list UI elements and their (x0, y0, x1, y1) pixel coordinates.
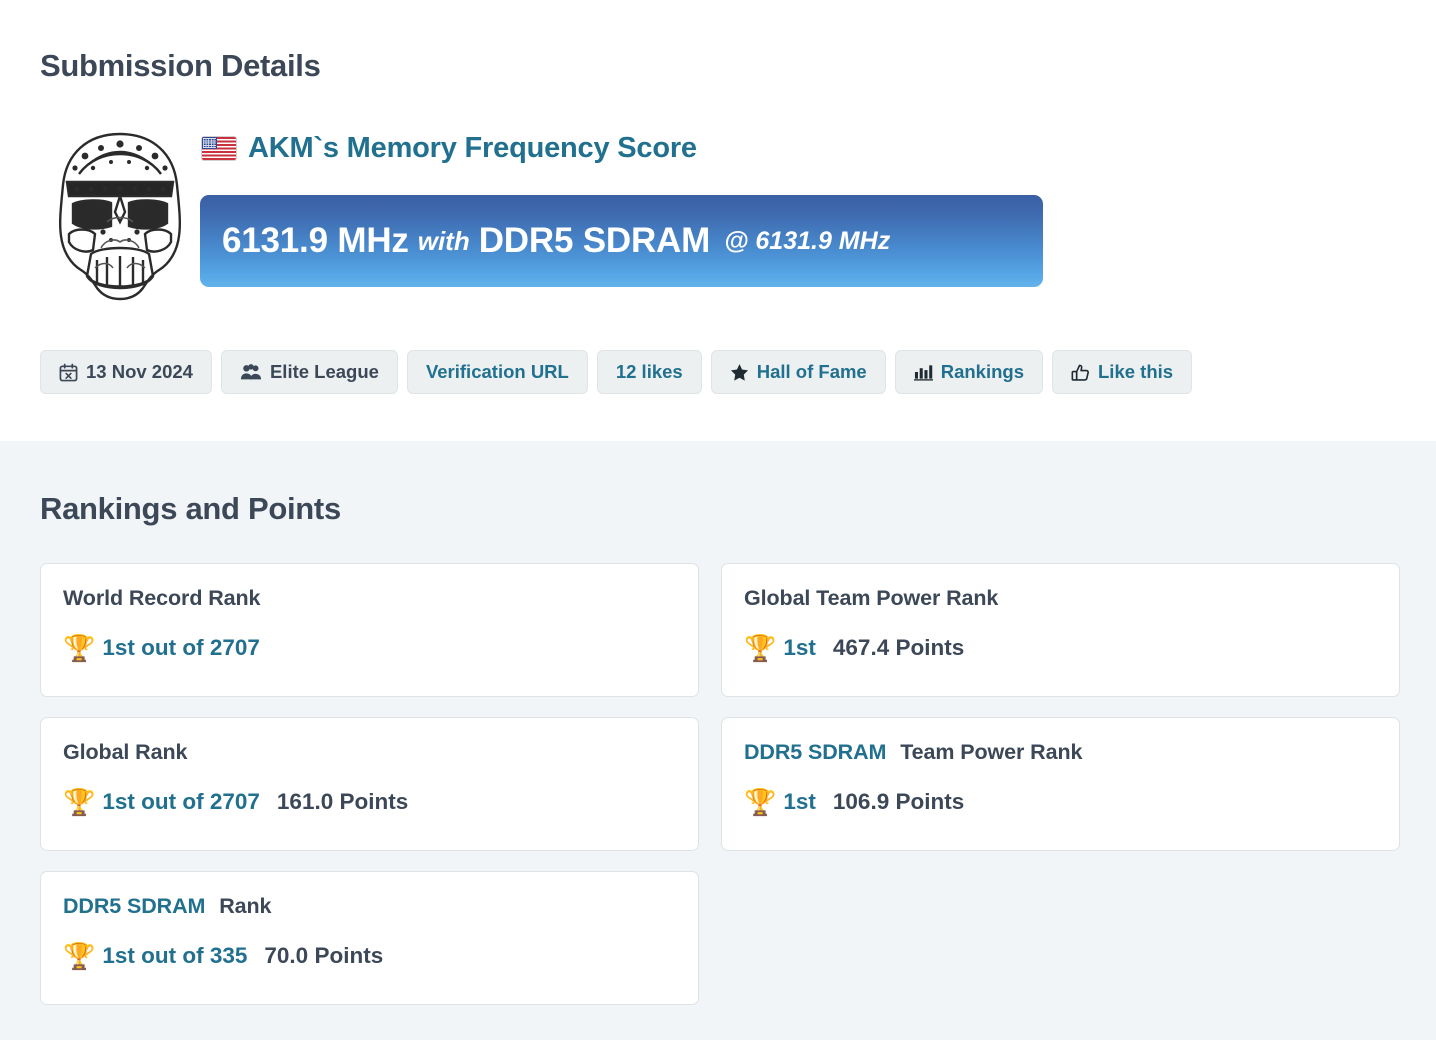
rank-card-title: DDR5 SDRAM Rank (63, 894, 676, 919)
badge-like-this[interactable]: Like this (1052, 350, 1193, 394)
rank-card-body: 🏆 1st out of 335 70.0 Points (63, 943, 676, 969)
rank-card-title-text: Global Team Power Rank (744, 586, 999, 610)
rankings-and-points-section: Rankings and Points World Record Rank 🏆 … (0, 441, 1436, 1040)
rank-card-global-team-power: Global Team Power Rank 🏆 1st 467.4 Point… (721, 563, 1400, 697)
us-flag-icon (202, 136, 236, 160)
avatar-container (40, 126, 200, 302)
rank-place[interactable]: 1st out of 335 (102, 943, 248, 968)
rank-card-body: 🏆 1st 106.9 Points (744, 789, 1377, 815)
rank-card-title-text: Global Rank (63, 740, 188, 764)
rank-card-world-record: World Record Rank 🏆 1st out of 2707 (40, 563, 699, 697)
rank-card-title-text: Team Power Rank (900, 740, 1083, 764)
rank-place[interactable]: 1st out of 2707 (102, 635, 260, 660)
rank-card-title: World Record Rank (63, 586, 676, 611)
score-hardware: DDR5 SDRAM (478, 221, 711, 260)
rank-points: 106.9 Points (832, 789, 965, 814)
rank-card-body: 🏆 1st out of 2707 161.0 Points (63, 789, 676, 815)
rankings-section-title: Rankings and Points (40, 491, 341, 526)
rank-points: 161.0 Points (276, 789, 409, 814)
rank-card-body: 🏆 1st out of 2707 (63, 635, 676, 661)
rank-card-ddr5-team-power: DDR5 SDRAM Team Power Rank 🏆 1st 106.9 P… (721, 717, 1400, 851)
users-icon (240, 363, 262, 381)
rank-card-category-link[interactable]: DDR5 SDRAM (744, 740, 887, 764)
score-value: 6131.9 MHz (222, 221, 409, 260)
score-title-text: AKM`s Memory Frequency Score (248, 131, 697, 164)
rank-card-global: Global Rank 🏆 1st out of 2707 161.0 Poin… (40, 717, 699, 851)
rank-card-title-text: Rank (219, 894, 272, 918)
rank-card-ddr5: DDR5 SDRAM Rank 🏆 1st out of 335 70.0 Po… (40, 871, 699, 1005)
rank-place[interactable]: 1st out of 2707 (102, 789, 260, 814)
badge-hall-of-fame[interactable]: Hall of Fame (710, 350, 886, 394)
calendar-times-icon (59, 363, 78, 382)
rank-place[interactable]: 1st (783, 635, 816, 660)
score-column: AKM`s Memory Frequency Score 6131.9 MHz … (200, 126, 1396, 287)
badge-verification-url-label: Verification URL (425, 360, 569, 382)
rank-card-title: Global Team Power Rank (744, 586, 1377, 611)
trophy-icon: 🏆 (744, 787, 777, 817)
rank-place[interactable]: 1st (783, 789, 816, 814)
rank-card-body: 🏆 1st 467.4 Points (744, 635, 1377, 661)
star-icon (730, 363, 749, 382)
score-at-frequency: @ 6131.9 MHz (724, 226, 891, 255)
badge-date[interactable]: 13 Nov 2024 (40, 350, 212, 394)
rank-card-category-link[interactable]: DDR5 SDRAM (63, 894, 206, 918)
submission-summary-row: AKM`s Memory Frequency Score 6131.9 MHz … (40, 126, 1396, 302)
score-title-row[interactable]: AKM`s Memory Frequency Score (202, 126, 1396, 170)
rank-card-title: DDR5 SDRAM Team Power Rank (744, 740, 1377, 765)
rank-points: 467.4 Points (832, 635, 965, 660)
badge-hall-of-fame-label: Hall of Fame (756, 360, 867, 382)
trophy-icon: 🏆 (63, 787, 96, 817)
submission-details-section: Submission Details (0, 0, 1436, 441)
bar-chart-icon (913, 363, 933, 381)
page-title: Submission Details (40, 48, 321, 83)
badge-row: 13 Nov 2024 Elite League Verification UR… (40, 350, 1396, 394)
badge-league-label: Elite League (269, 360, 379, 382)
rank-points: 70.0 Points (264, 943, 384, 968)
badge-league[interactable]: Elite League (220, 350, 398, 394)
rank-card-title-text: World Record Rank (63, 586, 261, 610)
stormtrooper-sugar-skull-avatar (58, 132, 182, 301)
badge-likes-count-label: 12 likes (615, 360, 683, 382)
trophy-icon: 🏆 (63, 633, 96, 663)
badge-verification-url[interactable]: Verification URL (406, 350, 588, 394)
trophy-icon: 🏆 (744, 633, 777, 663)
badge-like-this-label: Like this (1098, 360, 1174, 382)
badge-rankings-label: Rankings (940, 360, 1024, 382)
thumbs-up-icon (1071, 363, 1090, 382)
rank-card-title: Global Rank (63, 740, 676, 765)
rank-cards-grid: World Record Rank 🏆 1st out of 2707 Glob… (40, 563, 1400, 1005)
badge-date-label: 13 Nov 2024 (86, 360, 193, 382)
badge-rankings[interactable]: Rankings (894, 350, 1043, 394)
badge-likes-count[interactable]: 12 likes (596, 350, 702, 394)
score-with-label: with (417, 225, 470, 256)
trophy-icon: 🏆 (63, 941, 96, 971)
score-banner: 6131.9 MHz with DDR5 SDRAM @ 6131.9 MHz (200, 195, 1043, 287)
